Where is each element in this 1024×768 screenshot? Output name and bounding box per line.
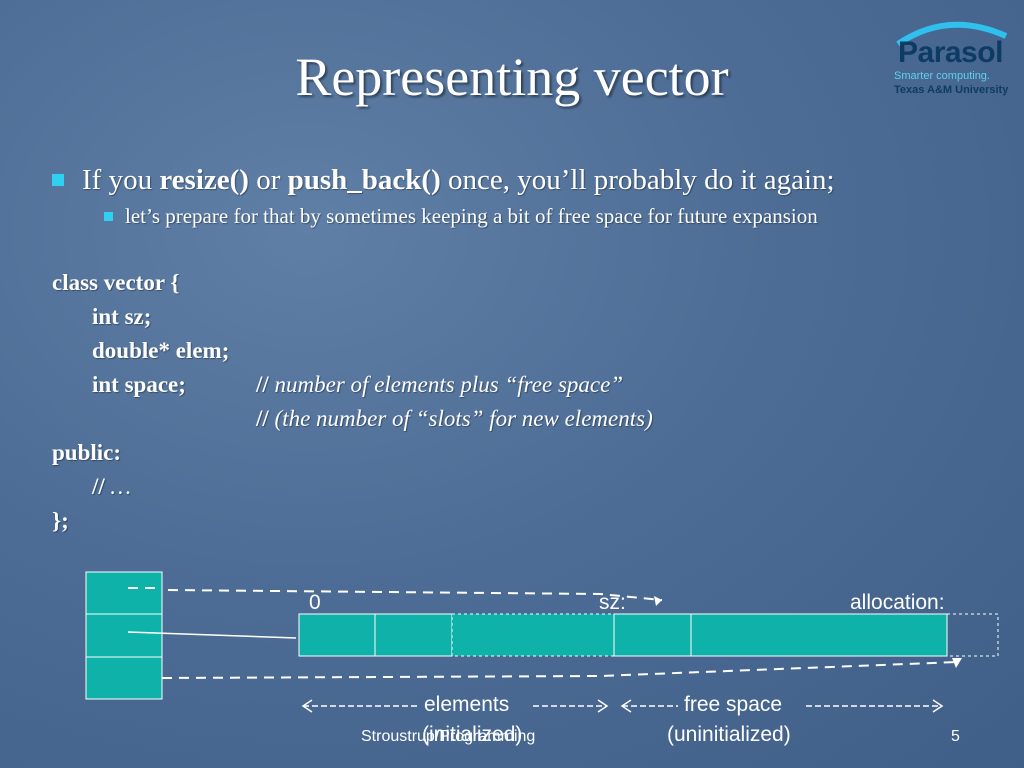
label-sz: sz: [599,591,626,614]
page-number: 5 [951,728,960,745]
free-space-left-arrow-icon [620,699,632,713]
parasol-logo: Parasol Smarter computing. Texas A&M Uni… [888,14,1016,102]
logo-arc-icon [896,21,1008,47]
elements-right-arrow-icon [597,699,609,713]
comment-slashes: // [256,372,269,397]
resize-keyword: resize() [159,164,249,196]
footer-source: Stroustrup/Programming [361,728,536,745]
bullet-1: If you resize() or push_back() once, you… [52,164,835,197]
sz-pointer-line [128,587,663,601]
handle-sz-cell [85,571,163,615]
sz-arrowhead-icon [654,596,662,606]
logo-tagline: Smarter computing. [894,70,990,82]
element-cell-span [451,613,615,657]
label-uninitialized: (uninitialized) [667,723,791,746]
comment-slashes: // [256,406,269,431]
code-comment-slots: // (the number of “slots” for new elemen… [256,406,653,432]
space-pointer-line [161,661,959,679]
elem-pointer-line [127,631,297,639]
elements-left-arrow-icon [301,699,313,713]
label-initialized: (initialized) [422,723,523,746]
logo-wordmark: Parasol [898,36,1003,69]
code-line-class: class vector { [52,270,180,295]
code-line-close: }; [52,508,69,533]
free-space-cell-span [690,613,948,657]
comment-text: (the number of “slots” for new elements) [274,406,653,431]
bullet-2: let’s prepare for that by sometimes keep… [104,204,818,229]
comment-text: number of elements plus “free space” [274,372,624,397]
element-cell [298,613,376,657]
handle-elem-cell [85,613,163,658]
bullet-1-text-c: once, you’ll probably do it again; [440,164,835,196]
label-elements: elements [424,693,510,716]
comment-text: … [110,474,131,499]
element-cell [374,613,453,657]
code-line-elem: double* elem; [92,338,230,363]
comment-slashes: // [92,474,105,499]
handle-space-cell [85,656,163,700]
label-free-space: free space [684,693,783,716]
code-line-space: int space; [92,372,186,397]
code-comment-space: // number of elements plus “free space” [256,372,623,398]
free-space-cell [613,613,692,657]
code-line-ellipsis: // … [92,474,131,500]
square-bullet-icon [52,174,64,187]
space-arrowhead-icon [952,658,962,668]
push-back-keyword: push_back() [287,164,441,196]
code-line-public: public: [52,440,122,465]
slide-title: Representing vector [295,47,729,107]
bullet-2-text: let’s prepare for that by sometimes keep… [125,204,818,228]
logo-university: Texas A&M University [894,84,1009,96]
bullet-1-text-b: or [248,164,288,196]
square-subbullet-icon [104,211,113,221]
code-line-sz: int sz; [92,304,152,329]
bullet-1-text-a: If you [82,164,160,196]
free-space-right-arrow-icon [932,699,944,713]
past-end-cell [946,613,999,657]
label-allocation: allocation: [850,591,945,614]
label-zero: 0 [309,591,321,614]
